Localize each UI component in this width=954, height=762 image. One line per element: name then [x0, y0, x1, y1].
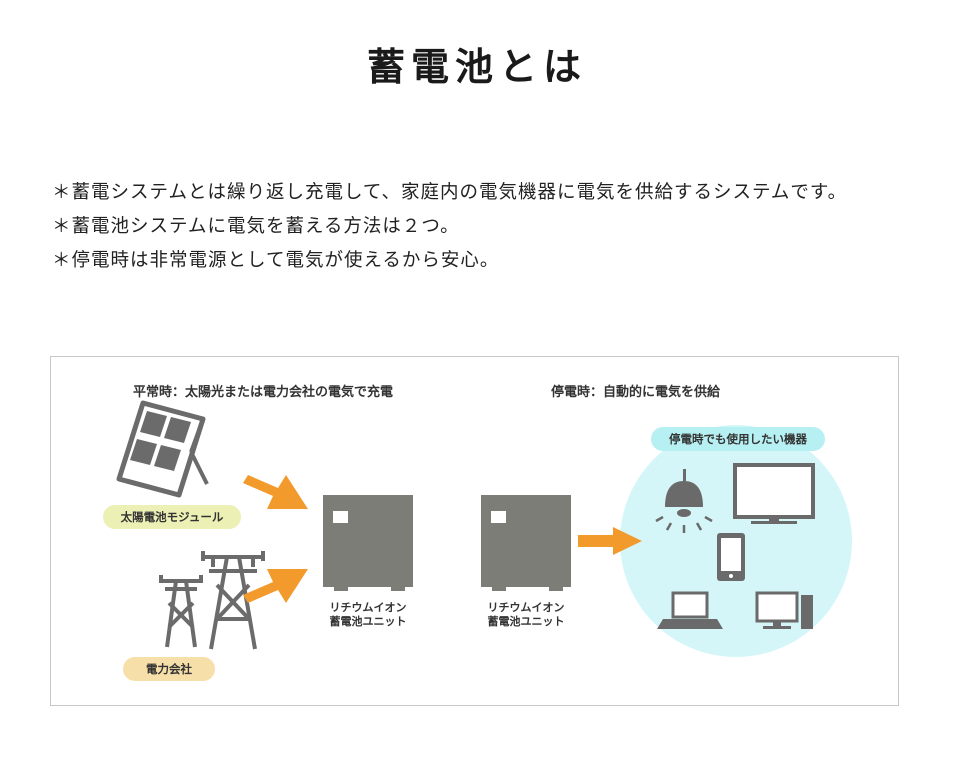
diagram-graphics: [116, 400, 852, 657]
desktop-pc-icon: [755, 591, 813, 629]
tv-icon: [733, 463, 815, 524]
battery-unit-outage: [481, 495, 571, 591]
battery-unit-normal: [323, 495, 413, 591]
charge-arrow-solar: [243, 475, 308, 509]
charge-arrow-grid: [243, 569, 308, 603]
battery-unit-label-line1: リチウムイオン: [487, 601, 565, 614]
laptop-icon: [657, 591, 723, 629]
normal-mode-heading: 平常時：太陽光または電力会社の電気で充電: [133, 385, 394, 400]
power-company-label: 電力会社: [123, 657, 215, 681]
battery-unit-label-line2: 蓄電池ユニット: [487, 615, 565, 628]
solar-module-label: 太陽電池モジュール: [103, 505, 241, 529]
supply-arrow: [578, 527, 642, 555]
battery-unit-label-outage: リチウムイオン 蓄電池ユニット: [471, 601, 581, 629]
smartphone-icon: [717, 533, 745, 581]
outage-mode-heading: 停電時：自動的に電気を供給: [551, 385, 721, 400]
lamp-icon: [655, 469, 713, 533]
bullet-item: ＊蓄電システムとは繰り返し充電して、家庭内の電気機器に電気を供給するシステムです…: [52, 182, 848, 203]
bullet-list: ＊蓄電システムとは繰り返し充電して、家庭内の電気機器に電気を供給するシステムです…: [52, 176, 847, 278]
bullet-item: ＊停電時は非常電源として電気が使えるから安心。: [52, 250, 500, 271]
bullet-item: ＊蓄電池システムに電気を蓄える方法は２つ。: [52, 216, 460, 237]
power-tower-icon: [159, 551, 265, 650]
battery-unit-label-line2: 蓄電池ユニット: [329, 615, 407, 628]
battery-diagram: 平常時：太陽光または電力会社の電気で充電 停電時：自動的に電気を供給 太陽電池モ…: [50, 356, 899, 706]
battery-unit-label-line1: リチウムイオン: [329, 601, 407, 614]
solar-panel-icon: [116, 400, 209, 498]
battery-unit-label-normal: リチウムイオン 蓄電池ユニット: [313, 601, 423, 629]
devices-label: 停電時でも使用したい機器: [651, 427, 825, 451]
page-title: 蓄電池とは: [366, 44, 587, 89]
